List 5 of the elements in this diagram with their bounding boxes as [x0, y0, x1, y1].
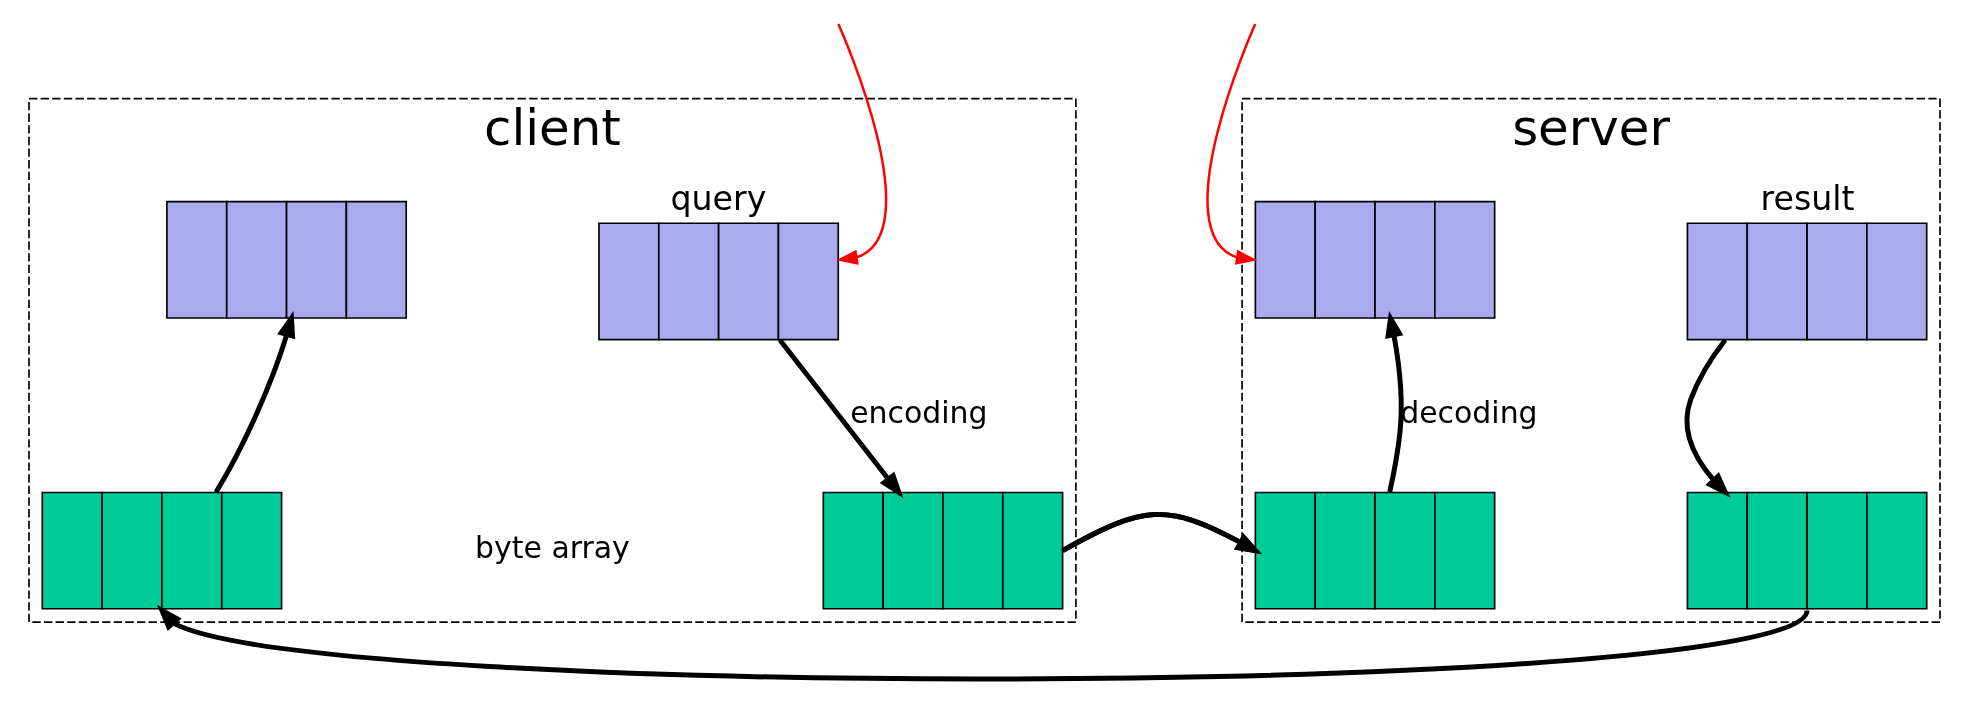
node-label: query	[670, 178, 767, 218]
label: byte array	[475, 529, 630, 565]
edge-label: encoding	[850, 394, 988, 430]
edge-label: decoding	[1400, 394, 1538, 430]
node-label: result	[1760, 178, 1855, 218]
